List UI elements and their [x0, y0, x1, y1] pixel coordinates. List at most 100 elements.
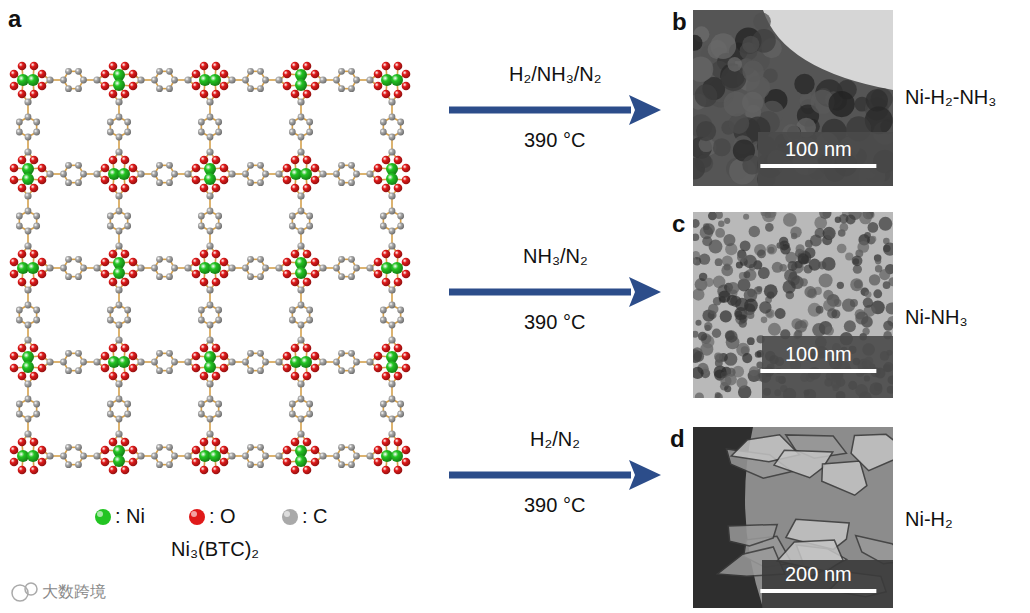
oxygen-atom	[38, 458, 47, 467]
oxygen-atom	[220, 364, 229, 373]
carbon-atom	[319, 76, 326, 83]
carbon-atom	[198, 411, 205, 418]
carbon-atom	[33, 223, 40, 230]
carbon-atom	[366, 452, 373, 459]
carbon-atom	[65, 179, 72, 186]
arrow-shaft	[449, 107, 631, 114]
carbon-atom	[257, 273, 264, 280]
carbon-atom	[348, 162, 355, 169]
nanoparticle	[713, 138, 731, 156]
oxygen-atom	[374, 258, 383, 267]
carbon-atom	[289, 223, 296, 230]
nanoparticle	[855, 311, 868, 324]
arrow-shaft	[449, 472, 631, 479]
nanoparticle	[837, 244, 847, 254]
oxygen-atom	[283, 446, 292, 455]
carbon-atom	[156, 162, 163, 169]
nanoparticle	[783, 213, 797, 227]
carbon-atom	[75, 273, 82, 280]
oxygen-atom	[291, 344, 300, 353]
carbon-atom	[60, 359, 67, 366]
carbon-atom	[207, 134, 214, 141]
nanoparticle	[784, 269, 797, 282]
nanoparticle	[875, 258, 881, 264]
oxygen-atom	[382, 372, 391, 381]
carbon-atom	[397, 411, 404, 418]
nickel-atom	[295, 267, 307, 279]
oxygen-atom	[220, 458, 229, 467]
carbon-atom	[116, 114, 123, 121]
oxygen-atom	[402, 70, 411, 79]
carbon-atom	[166, 256, 173, 263]
carbon-atom	[65, 350, 72, 357]
carbon-atom	[116, 322, 123, 329]
carbon-atom	[338, 273, 345, 280]
carbon-atom	[242, 171, 249, 178]
oxygen-atom	[18, 250, 27, 259]
oxygen-atom	[382, 278, 391, 287]
carbon-atom	[348, 461, 355, 468]
carbon-atom	[24, 242, 31, 249]
oxygen-atom	[38, 164, 47, 173]
carbon-atom	[116, 228, 123, 235]
nickel-atom	[113, 455, 125, 467]
nanoparticle	[798, 253, 809, 264]
carbon-atom	[93, 358, 100, 365]
carbon-atom	[215, 119, 222, 126]
carbon-atom	[353, 265, 360, 272]
nanoparticle	[740, 240, 751, 251]
nanoparticle	[819, 273, 833, 287]
oxygen-atom	[220, 70, 229, 79]
nanoparticle	[718, 221, 724, 227]
carbon-atom	[151, 265, 158, 272]
oxygen-atom	[38, 176, 47, 185]
carbon-atom	[397, 223, 404, 230]
oxygen-atom	[200, 344, 209, 353]
oxygen-atom	[283, 70, 292, 79]
oxygen-atom	[101, 176, 110, 185]
carbon-atom	[257, 367, 264, 374]
nanoparticle	[873, 289, 882, 298]
scale-bar-ground	[758, 132, 893, 186]
oxygen-atom	[382, 62, 391, 71]
oxygen-atom	[30, 344, 39, 353]
oxygen-atom	[10, 176, 19, 185]
oxygen-atom	[374, 164, 383, 173]
carbon-atom	[366, 170, 373, 177]
oxygen-atom	[18, 466, 27, 475]
nanoparticle	[725, 330, 737, 342]
carbon-atom	[389, 134, 396, 141]
nanoparticle	[850, 278, 863, 291]
swatch-highlight	[284, 511, 290, 517]
carbon-atom	[275, 76, 282, 83]
oxygen-atom	[303, 372, 312, 381]
nickel-atom	[209, 74, 221, 86]
nanoparticle	[886, 302, 893, 314]
nanoparticle	[823, 290, 833, 300]
carbon-atom	[75, 85, 82, 92]
oxygen-atom	[283, 82, 292, 91]
carbon-atom	[228, 170, 235, 177]
oxygen-atom	[303, 278, 312, 287]
oxygen-atom	[283, 164, 292, 173]
nanoparticle	[862, 328, 869, 335]
carbon-atom	[166, 162, 173, 169]
tem-background	[693, 10, 893, 186]
compound-formula: Ni₃(BTC)₂	[171, 538, 259, 561]
carbon-atom	[124, 129, 131, 136]
nickel-atom	[27, 74, 39, 86]
nanoparticle	[863, 297, 873, 307]
carbon-atom	[380, 119, 387, 126]
carbon-atom	[65, 256, 72, 263]
nanoparticle	[868, 222, 879, 233]
carbon-atom	[46, 76, 53, 83]
carbon-atom	[275, 358, 282, 365]
carbon-atom	[115, 98, 122, 105]
carbon-atom	[24, 286, 31, 293]
nanoparticle	[724, 218, 730, 224]
oxygen-atom	[18, 278, 27, 287]
oxygen-atom	[10, 446, 19, 455]
carbon-atom	[247, 256, 254, 263]
oxygen-atom	[311, 270, 320, 279]
